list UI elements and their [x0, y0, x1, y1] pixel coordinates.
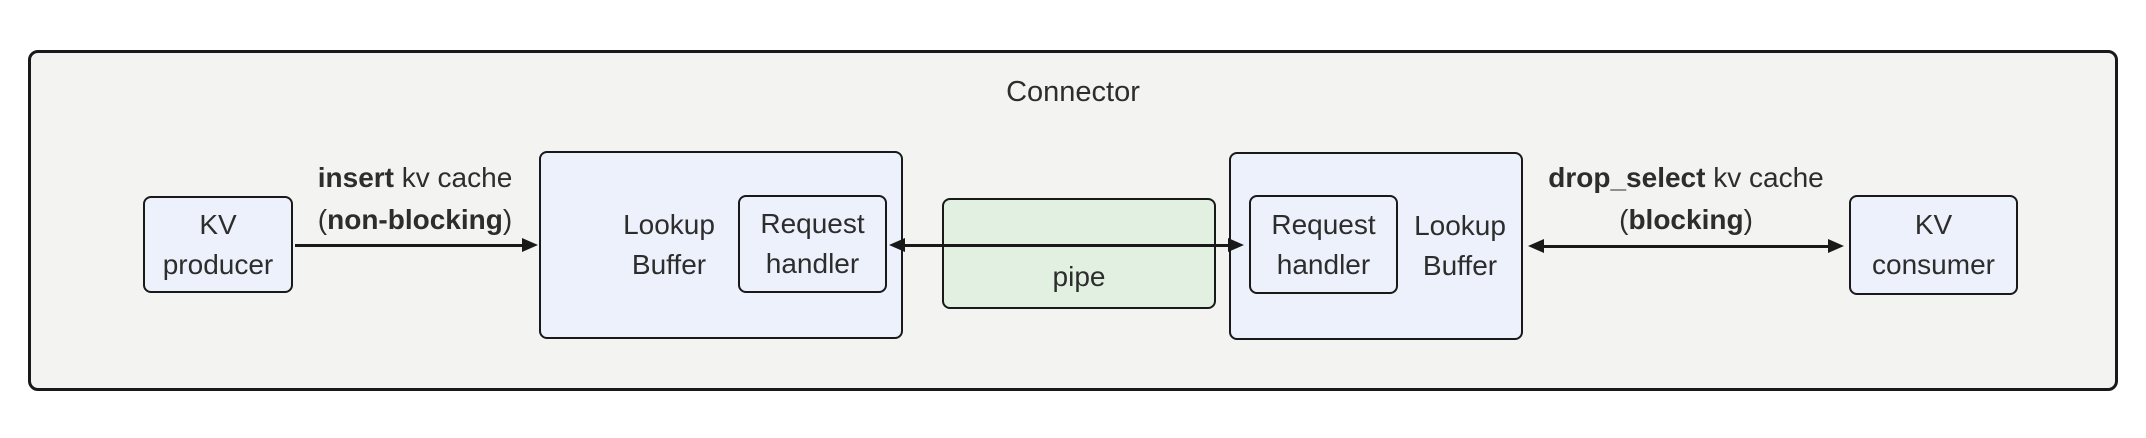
node-lookup-buffer-left: Lookup Buffer: [539, 151, 903, 339]
pipe-label: pipe: [1052, 261, 1106, 292]
connector-title: Connector: [1006, 76, 1140, 108]
arrowhead-right-icon: [522, 238, 538, 252]
lookup-buffer-left-label: Lookup Buffer: [623, 209, 715, 280]
arrowhead-left-icon: [1528, 239, 1544, 253]
arrowhead-right-icon: [1228, 238, 1244, 252]
insert-arrow: [295, 238, 538, 252]
node-request-handler-right: Request handler: [1249, 195, 1398, 294]
drop-select-edge-label-line2: (blocking): [1619, 204, 1753, 235]
insert-edge-label-line2: (non-blocking): [317, 204, 513, 235]
insert-edge-label-line1: insert kv cache: [317, 162, 513, 193]
insert-edge-label: insert kv cache (non-blocking): [283, 157, 547, 241]
kv-consumer-label: KV consumer: [1872, 209, 1995, 280]
node-pipe: pipe: [942, 198, 1216, 309]
request-handler-right-label: Request handler: [1271, 208, 1376, 280]
drop-select-edge-label-line1: drop_select kv cache: [1548, 162, 1824, 193]
pipe-double-arrow: [889, 238, 1244, 252]
drop-select-edge-label: drop_select kv cache (blocking): [1528, 157, 1844, 241]
arrowhead-right-icon: [1828, 239, 1844, 253]
kv-producer-label: KV producer: [162, 208, 274, 280]
drop-select-arrow: [1528, 239, 1844, 253]
arrowhead-left-icon: [889, 238, 905, 252]
lookup-buffer-right-label: Lookup Buffer: [1414, 210, 1506, 281]
node-request-handler-left: Request handler: [738, 195, 887, 293]
request-handler-left-label: Request handler: [760, 208, 865, 279]
node-kv-consumer: KV consumer: [1849, 195, 2018, 295]
node-kv-producer: KV producer: [143, 196, 293, 293]
